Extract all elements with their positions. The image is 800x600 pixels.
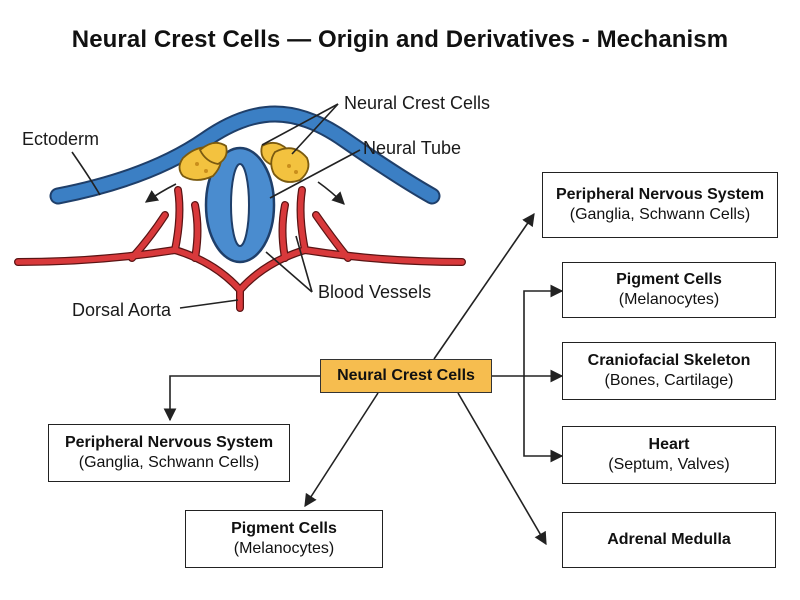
- flow-arrows: [163, 212, 564, 546]
- blood-vessels: [14, 186, 466, 312]
- box-subtitle: (Septum, Valves): [608, 456, 730, 473]
- label-dorsal-aorta: Dorsal Aorta: [72, 300, 172, 320]
- box-subtitle: (Melanocytes): [618, 291, 720, 308]
- box-title: Peripheral Nervous System: [64, 434, 274, 451]
- neural-crest-clusters: [178, 141, 310, 183]
- box-right-adrenal-medulla: Adrenal Medulla: [562, 512, 776, 568]
- box-subtitle: (Ganglia, Schwann Cells): [569, 206, 751, 223]
- diagram-title: Neural Crest Cells — Origin and Derivati…: [71, 26, 729, 53]
- label-neural-tube: Neural Tube: [363, 138, 462, 158]
- box-title: Adrenal Medulla: [607, 531, 731, 548]
- box-left-peripheral-nervous-system: Peripheral Nervous System (Ganglia, Schw…: [48, 424, 290, 482]
- neural-tube: [204, 146, 276, 264]
- leader-lines: [71, 103, 361, 309]
- label-neural-crest-cells: Neural Crest Cells: [344, 93, 491, 113]
- box-subtitle: (Ganglia, Schwann Cells): [78, 454, 260, 471]
- box-title: Pigment Cells: [231, 520, 337, 537]
- box-left-pigment-cells: Pigment Cells (Melanocytes): [185, 510, 383, 568]
- box-title: Heart: [648, 436, 690, 453]
- label-ectoderm: Ectoderm: [22, 129, 100, 149]
- box-right-pigment-cells: Pigment Cells (Melanocytes): [562, 262, 776, 318]
- migration-arrows: [144, 181, 345, 205]
- center-node-neural-crest-cells: Neural Crest Cells: [320, 359, 492, 393]
- box-right-craniofacial-skeleton: Craniofacial Skeleton (Bones, Cartilage): [562, 342, 776, 400]
- box-title: Craniofacial Skeleton: [587, 352, 751, 369]
- box-subtitle: (Melanocytes): [233, 540, 335, 557]
- box-subtitle: (Bones, Cartilage): [604, 372, 734, 389]
- box-title: Peripheral Nervous System: [555, 186, 765, 203]
- label-blood-vessels: Blood Vessels: [318, 282, 432, 302]
- box-right-heart: Heart (Septum, Valves): [562, 426, 776, 484]
- box-right-peripheral-nervous-system: Peripheral Nervous System (Ganglia, Schw…: [542, 172, 778, 238]
- box-title: Pigment Cells: [616, 271, 722, 288]
